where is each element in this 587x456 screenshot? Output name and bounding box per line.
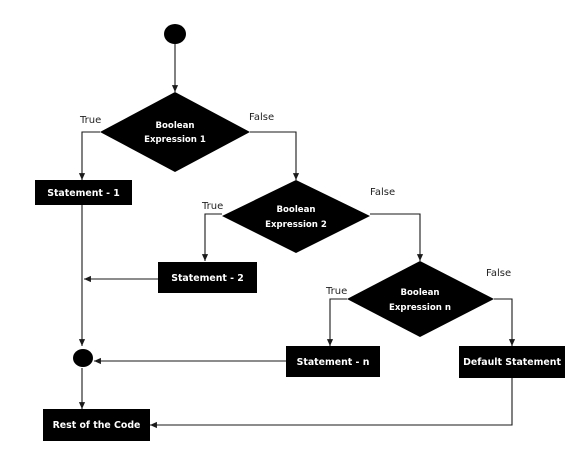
statement-1-box: Statement - 1 <box>35 180 132 205</box>
edge-default-to-rest <box>150 378 513 429</box>
statement-2-label: Statement - 2 <box>171 273 244 284</box>
decision-n-line-2: Expression n <box>389 303 451 313</box>
edge-decision-n-true <box>326 298 347 346</box>
edge-decision-2-true <box>201 213 222 261</box>
decision-1-line-1: Boolean <box>155 121 194 131</box>
statement-n-rect <box>286 346 380 377</box>
statement-2-box: Statement - 2 <box>158 262 257 293</box>
statement-1-label: Statement - 1 <box>47 188 120 199</box>
statement-n-label: Statement - n <box>297 357 370 368</box>
merge-node <box>73 349 93 367</box>
decision-n-diamond <box>347 261 494 337</box>
decision-1: Boolean Expression 1 <box>100 92 250 172</box>
statement-1-rect <box>35 180 132 205</box>
statement-n-box: Statement - n <box>286 346 380 377</box>
decision-n-false-label: False <box>486 268 511 279</box>
edge-decision-1-true <box>78 131 100 180</box>
start-node <box>164 24 186 44</box>
decision-2-line-1: Boolean <box>276 205 315 215</box>
edge-decision-1-false <box>250 131 300 180</box>
decision-2-true-label: True <box>201 201 223 212</box>
decision-2: Boolean Expression 2 <box>222 180 370 253</box>
decision-2-diamond <box>222 180 370 253</box>
statement-2-rect <box>158 262 257 293</box>
decision-1-true-label: True <box>79 115 101 126</box>
decision-n-line-1: Boolean <box>400 288 439 298</box>
decision-2-line-2: Expression 2 <box>265 220 327 230</box>
decision-n-true-label: True <box>325 286 347 297</box>
edge-decision-n-false <box>494 298 516 346</box>
decision-n: Boolean Expression n <box>347 261 494 337</box>
rest-of-code-label: Rest of the Code <box>53 420 141 431</box>
decision-2-false-label: False <box>370 187 395 198</box>
default-statement-box: Default Statement <box>459 346 565 378</box>
default-statement-label: Default Statement <box>463 357 561 368</box>
decision-1-diamond <box>100 92 250 172</box>
decision-1-line-2: Expression 1 <box>144 135 206 145</box>
rest-of-code-box: Rest of the Code <box>43 409 150 441</box>
decision-1-false-label: False <box>249 112 274 123</box>
edge-decision-2-false <box>370 213 424 261</box>
rest-of-code-rect <box>43 409 150 441</box>
default-statement-rect <box>459 346 565 378</box>
